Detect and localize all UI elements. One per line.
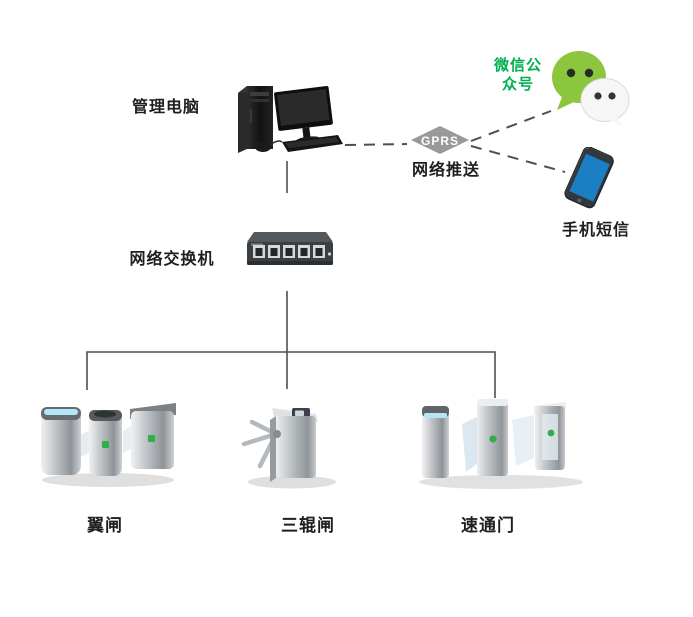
gate-label-speed-gate: 速通门 xyxy=(461,516,515,535)
ethernet-switch-icon xyxy=(247,232,333,265)
edge-gprs-wechat xyxy=(470,110,552,142)
wechat-label: 微信公 众号 xyxy=(486,57,550,95)
desktop-computer-icon xyxy=(238,85,343,153)
wechat-icon xyxy=(552,51,630,126)
gate-label-flap-barrier: 翼闸 xyxy=(87,516,123,535)
switch-label: 网络交换机 xyxy=(129,251,215,268)
wechat-label-line2: 众号 xyxy=(501,77,534,93)
swing-speed-gate-icon xyxy=(419,399,583,489)
gprs-diamond-icon: GPRS xyxy=(411,126,469,154)
gate-label-tripod: 三辊闸 xyxy=(281,516,335,535)
wechat-label-line1: 微信公 xyxy=(493,58,542,74)
gprs-text: GPRS xyxy=(421,134,459,148)
smartphone-icon xyxy=(564,147,614,209)
network-push-label: 网络推送 xyxy=(411,162,480,179)
flap-barrier-gate-icon xyxy=(41,403,176,487)
computer-label: 管理电脑 xyxy=(131,99,200,116)
edge-computer-gprs xyxy=(344,143,408,146)
tripod-turnstile-icon xyxy=(241,408,336,489)
sms-label: 手机短信 xyxy=(561,222,630,239)
